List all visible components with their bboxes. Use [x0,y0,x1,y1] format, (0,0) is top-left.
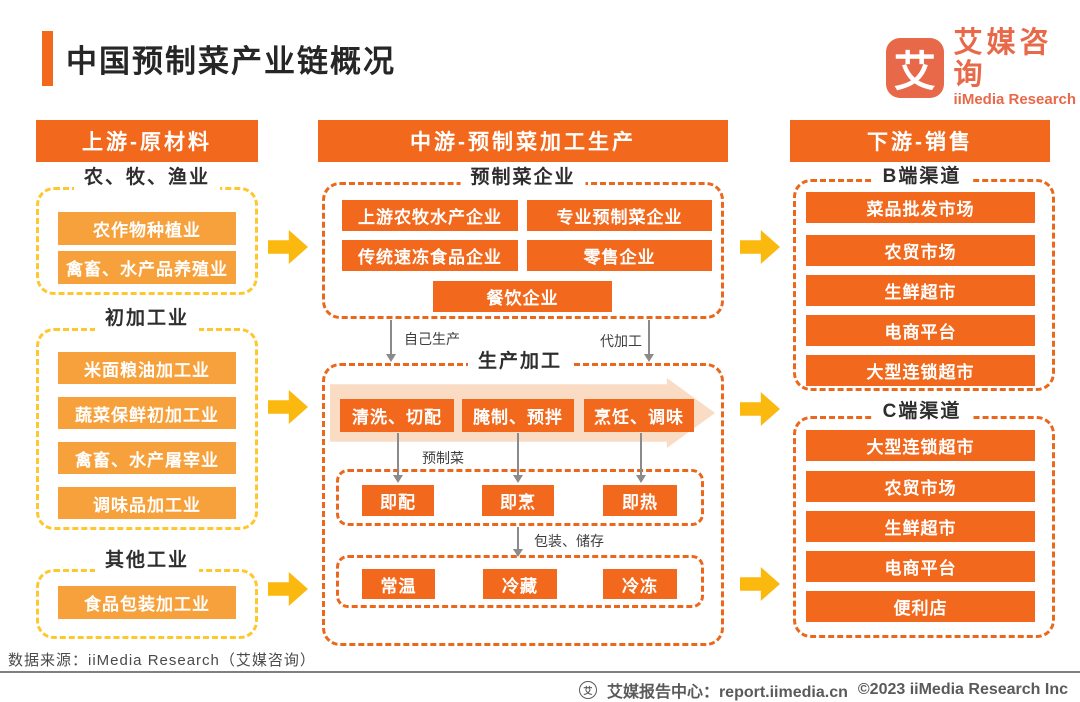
enterprise-item: 上游农牧水产企业 [342,200,518,231]
ready-type: 即热 [603,485,677,516]
b2b-channel: 农贸市场 [806,235,1035,266]
b2c-channels-label: C端渠道 [872,400,972,424]
down-arrow-icon [636,433,646,483]
b2b-channel: 生鲜超市 [806,275,1035,306]
b2b-channel: 菜品批发市场 [806,192,1035,223]
ready-types-box [336,469,704,526]
b2c-channel: 电商平台 [806,551,1035,582]
data-source-note: 数据来源：iiMedia Research（艾媒咨询） [8,652,316,669]
upstream-section-label-other: 其他工业 [94,549,200,573]
upstream-item: 食品包装加工业 [58,586,236,619]
down-arrow-icon [513,433,523,483]
enterprise-item: 传统速冻食品企业 [342,240,518,271]
ready-type: 即烹 [482,485,554,516]
b2b-channels-label: B端渠道 [872,165,972,189]
title-accent-bar [42,31,53,86]
flow-arrow-right-icon [268,230,308,264]
upstream-header: 上游-原材料 [36,120,258,162]
enterprise-item: 餐饮企业 [433,281,612,312]
ready-type: 即配 [362,485,434,516]
upstream-item: 米面粮油加工业 [58,352,236,384]
logo-name-cn: 艾媒咨询 [953,27,1053,91]
midstream-header: 中游-预制菜加工生产 [318,120,728,162]
iimedia-logo-icon: 艾 [886,38,944,98]
upstream-section-label-primary: 初加工业 [94,307,200,331]
b2c-channel: 便利店 [806,591,1035,622]
logo-name-en: iiMedia Research [953,91,1077,108]
downstream-header: 下游-销售 [790,120,1050,162]
report-center-text: 艾媒报告中心：report.iimedia.cn [606,684,848,701]
b2b-channel: 大型连锁超市 [806,355,1035,386]
enterprise-item: 零售企业 [527,240,712,271]
process-step: 烹饪、调味 [584,399,694,432]
down-arrow-icon [393,433,403,483]
storage-type: 冷冻 [603,569,677,599]
flow-label-self-production: 自己生产 [402,329,462,349]
footer-right: 艾 艾媒报告中心：report.iimedia.cn ©2023 iiMedia… [578,678,1068,702]
page-title: 中国预制菜产业链概况 [66,44,396,79]
flow-arrow-right-icon [740,392,780,426]
flow-arrow-right-icon [268,572,308,606]
upstream-item: 禽畜、水产屠宰业 [58,442,236,474]
storage-type: 常温 [362,569,435,599]
copyright-text: ©2023 iiMedia Research Inc [857,681,1068,698]
upstream-item: 调味品加工业 [58,487,236,519]
production-label: 生产加工 [467,350,573,374]
flow-arrow-right-icon [268,390,308,424]
b2c-channel: 农贸市场 [806,471,1035,502]
process-step: 清洗、切配 [340,399,454,432]
flow-arrow-right-icon [740,230,780,264]
enterprise-item: 专业预制菜企业 [527,200,712,231]
flow-arrow-right-icon [740,567,780,601]
b2c-channel: 生鲜超市 [806,511,1035,542]
flow-label-packaging: 包装、储存 [532,531,606,551]
footer-divider [0,671,1080,673]
iimedia-globe-icon: 艾 [578,681,597,699]
flow-label-oem: 代加工 [598,331,644,351]
storage-type: 冷藏 [483,569,557,599]
iimedia-logo-text: 艾媒咨询 iiMedia Research [954,27,1080,109]
process-step: 腌制、预拌 [462,399,574,432]
b2b-channel: 电商平台 [806,315,1035,346]
enterprises-label: 预制菜企业 [460,166,586,190]
down-arrow-icon [513,527,523,557]
upstream-section-label-agriculture: 农、牧、渔业 [73,166,221,190]
upstream-item: 禽畜、水产品养殖业 [58,251,236,284]
upstream-item: 农作物种植业 [58,212,236,245]
down-arrow-icon [644,320,654,362]
upstream-item: 蔬菜保鲜初加工业 [58,397,236,429]
iimedia-logo: 艾 艾媒咨询 iiMedia Research [886,27,1080,109]
b2c-channel: 大型连锁超市 [806,430,1035,461]
flow-label-prepared-dish: 预制菜 [420,448,466,468]
down-arrow-icon [386,320,396,362]
